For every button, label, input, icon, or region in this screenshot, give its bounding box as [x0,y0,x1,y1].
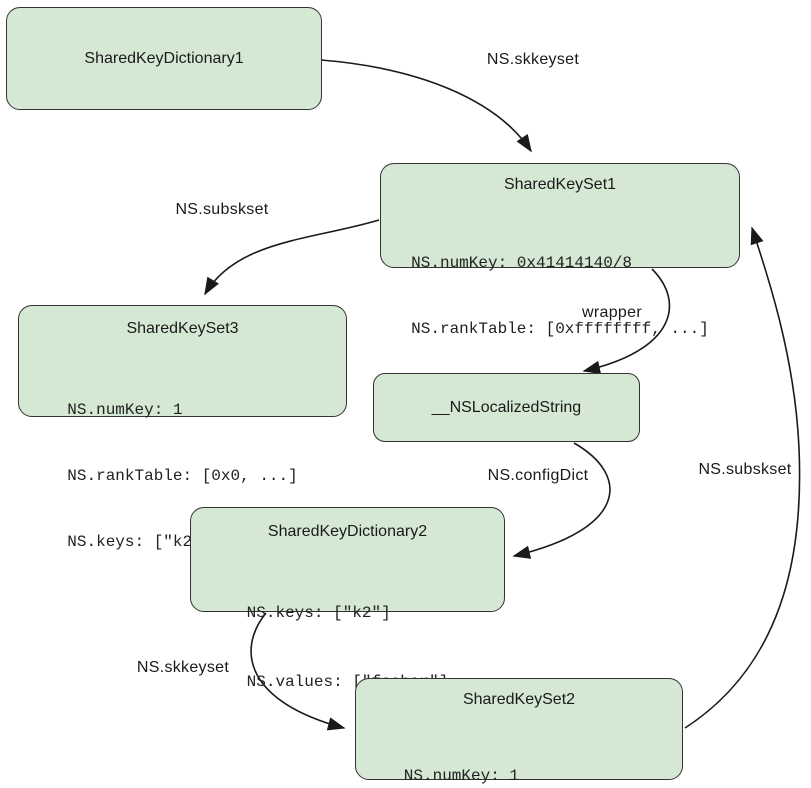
field-numkey: NS.numKey: 1 [67,401,183,419]
field-ranktable: NS.rankTable: [0xffffffff, ...] [411,320,709,338]
edge-label-wrapper: wrapper [580,304,644,322]
edge-label-skkeyset-bottom: NS.skkeyset [134,659,232,677]
edge-label-subskset-left: NS.subskset [173,201,271,219]
edge-label-skkeyset-top: NS.skkeyset [484,51,582,69]
node-title: SharedKeyDictionary1 [84,49,244,67]
node-fields: NS.numKey: 1 NS.rankTable: [0x0, ...] NS… [67,355,297,597]
node-shared-key-set-2: SharedKeySet2 NS.numKey: 1 NS.rankTable:… [355,678,683,785]
node-title: SharedKeyDictionary2 [267,523,428,540]
edge-subskset-right-arrow [684,226,801,729]
edge-subskset-left-arrow [204,219,380,296]
edge-label-subskset-right: NS.subskset [696,461,794,479]
node-title: SharedKeySet2 [462,691,576,708]
field-numkey: NS.numKey: 0x41414140/8 [411,254,633,272]
field-numkey: NS.numKey: 1 [403,767,519,785]
node-shared-key-set-3: SharedKeySet3 NS.numKey: 1 NS.rankTable:… [18,305,347,551]
edge-wrapper-arrow [582,268,671,374]
field-keys: NS.keys: ["k2"] [246,604,391,622]
node-title: SharedKeySet3 [126,320,239,337]
edge-configdict-arrow [512,442,611,559]
field-ranktable: NS.rankTable: [0x0, ...] [67,467,298,485]
node-shared-key-dictionary-2: SharedKeyDictionary2 NS.keys: ["k2"] NS.… [190,507,505,691]
node-title: SharedKeySet1 [503,176,617,193]
node-title: __NSLocalizedString [431,398,582,416]
edge-skkeyset-bottom-arrow [250,612,346,731]
node-fields: NS.numKey: 1 NS.rankTable: [0x0, ...] NS… [404,721,634,788]
node-ns-localized-string: __NSLocalizedString [373,373,640,442]
node-shared-key-set-1: SharedKeySet1 NS.numKey: 0x41414140/8 NS… [380,163,740,404]
edge-skkeyset-top-arrow [320,59,532,153]
edge-label-configdict: NS.configDict [485,467,591,485]
node-shared-key-dictionary-1: SharedKeyDictionary1 [6,7,322,110]
